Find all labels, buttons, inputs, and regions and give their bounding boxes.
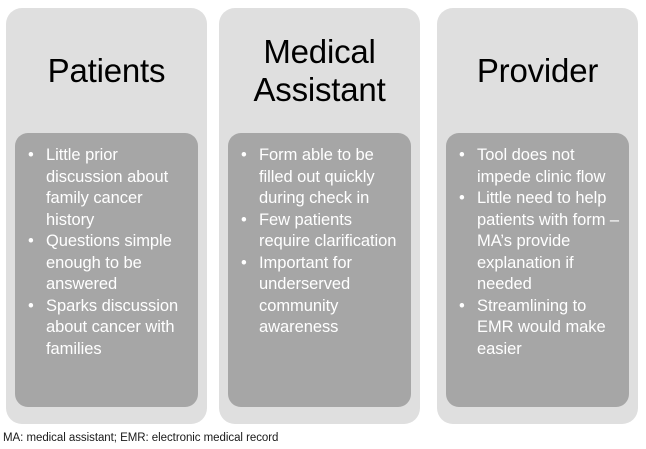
list-item: • Little need to help patients with form… bbox=[454, 188, 621, 296]
bullet-point-icon: • bbox=[459, 189, 465, 207]
bullet-text: Important for underserved community awar… bbox=[259, 253, 352, 337]
bullet-point-icon: • bbox=[241, 253, 247, 272]
bullet-point-icon: • bbox=[459, 296, 465, 315]
list-item: • Questions simple enough to be answered bbox=[23, 231, 190, 296]
list-item: • Tool does not impede clinic flow bbox=[454, 145, 621, 188]
bullet-text: Streamlining to EMR would make easier bbox=[477, 296, 606, 358]
list-item: • Important for underserved community aw… bbox=[236, 253, 403, 339]
column-title-patients: Patients bbox=[47, 51, 166, 89]
column-card-provider: Provider • Tool does not impede clinic f… bbox=[437, 8, 638, 424]
bullet-list-medical-assistant: • Form able to be filled out quickly dur… bbox=[236, 145, 403, 339]
column-card-medical-assistant: Medical Assistant • Form able to be fill… bbox=[219, 8, 420, 424]
column-title-provider: Provider bbox=[476, 51, 599, 89]
bullet-list-patients: • Little prior discussion about family c… bbox=[23, 145, 190, 360]
bullet-box-medical-assistant: • Form able to be filled out quickly dur… bbox=[228, 133, 411, 407]
bullet-text: Little need to help patients with form –… bbox=[477, 189, 620, 293]
bullet-point-icon: • bbox=[241, 146, 247, 164]
list-item: • Sparks discussion about cancer with fa… bbox=[23, 296, 190, 361]
list-item: • Streamlining to EMR would make easier bbox=[454, 296, 621, 361]
bullet-text: Little prior discussion about family can… bbox=[46, 146, 169, 229]
bullet-text: Tool does not impede clinic flow bbox=[477, 146, 606, 186]
column-title-medical-assistant: Medical Assistant bbox=[253, 32, 386, 108]
bullet-text: Form able to be filled out quickly durin… bbox=[259, 146, 375, 207]
list-item: • Few patients require clarification bbox=[236, 210, 403, 253]
bullet-list-provider: • Tool does not impede clinic flow • Lit… bbox=[454, 145, 621, 360]
bullet-box-provider: • Tool does not impede clinic flow • Lit… bbox=[446, 133, 629, 407]
figure-footnote: MA: medical assistant; EMR: electronic m… bbox=[3, 432, 279, 444]
bullet-point-icon: • bbox=[28, 146, 34, 164]
bullet-point-icon: • bbox=[241, 210, 247, 229]
bullet-box-patients: • Little prior discussion about family c… bbox=[15, 133, 198, 407]
bullet-text: Few patients require clarification bbox=[259, 210, 397, 251]
list-item: • Little prior discussion about family c… bbox=[23, 145, 190, 231]
bullet-point-icon: • bbox=[28, 296, 34, 315]
bullet-point-icon: • bbox=[459, 146, 465, 164]
bullet-text: Sparks discussion about cancer with fami… bbox=[46, 296, 179, 358]
bullet-point-icon: • bbox=[28, 232, 34, 250]
column-card-patients: Patients • Little prior discussion about… bbox=[6, 8, 207, 424]
list-item: • Form able to be filled out quickly dur… bbox=[236, 145, 403, 210]
bullet-text: Questions simple enough to be answered bbox=[46, 232, 172, 293]
